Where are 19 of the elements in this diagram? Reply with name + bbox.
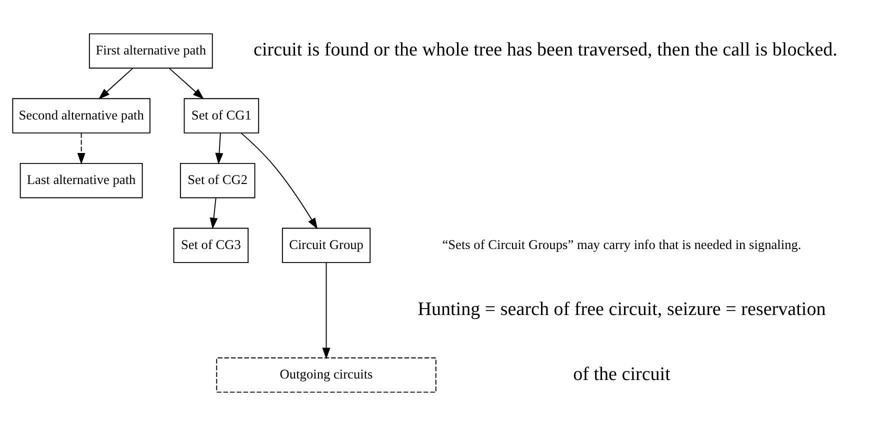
arrow <box>240 132 318 230</box>
label: circuit is found or the whole tree has been traversed, then the call is blocked. <box>254 40 838 61</box>
node-box: First alternative path <box>88 33 213 69</box>
node-box: Set of CG2 <box>180 162 256 198</box>
arrow <box>215 132 224 164</box>
node-box: Set of CG3 <box>173 228 249 264</box>
arrow <box>322 262 330 360</box>
node-box: Second alternative path <box>12 98 150 134</box>
label: of the circuit <box>573 364 670 385</box>
node-box: Circuit Group <box>282 228 371 264</box>
label: “Sets of Circuit Groups” may carry info that is needed in signaling. <box>442 236 802 252</box>
arrow <box>77 132 86 164</box>
arrow <box>210 198 218 230</box>
arrow <box>168 68 204 100</box>
label: Hunting = search of free circuit, seizure = reservation <box>418 298 826 320</box>
node-box: Set of CG1 <box>184 98 260 134</box>
arrow <box>98 68 134 100</box>
node-box: Outgoing circuits <box>216 357 436 393</box>
node-box: Last alternative path <box>20 162 143 198</box>
